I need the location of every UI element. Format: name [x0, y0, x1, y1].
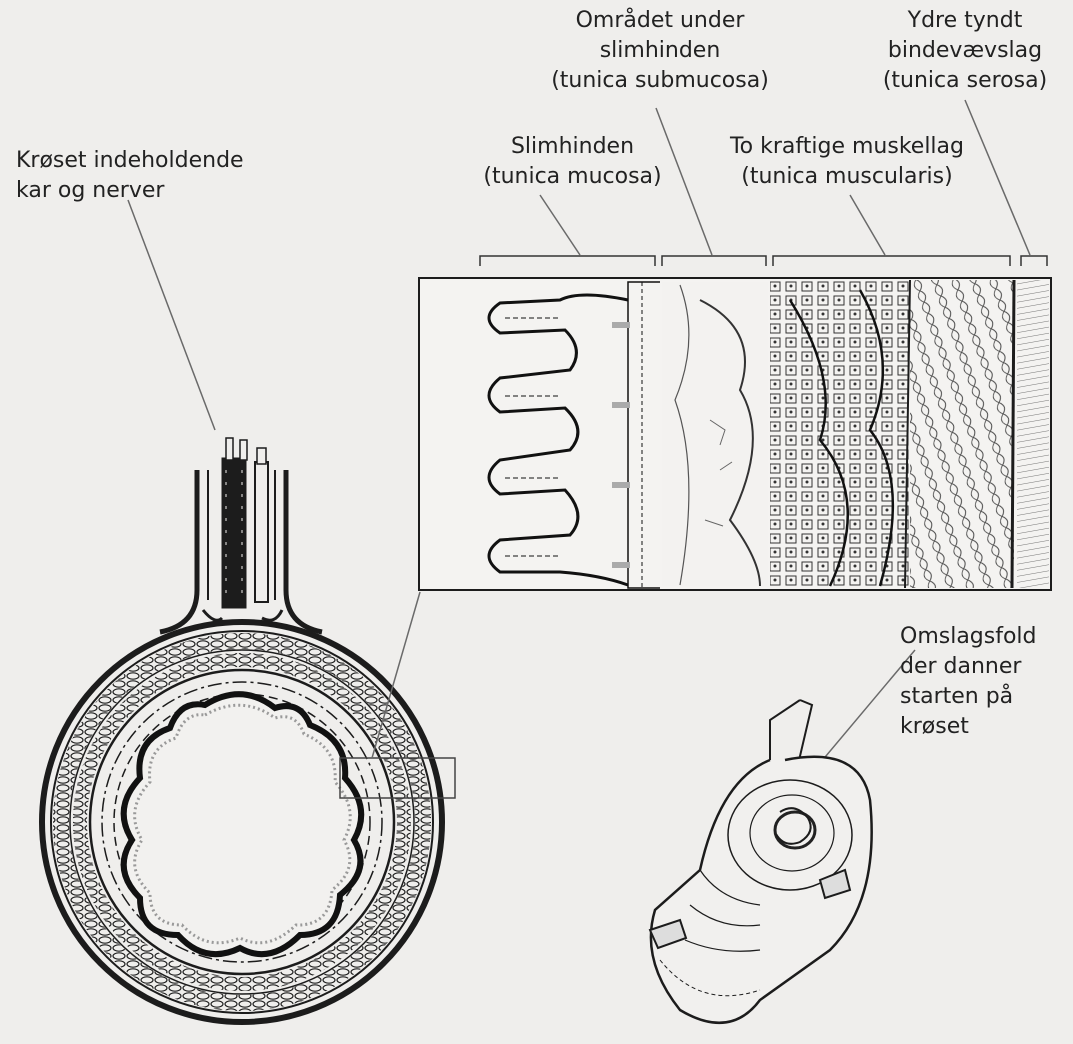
label-mucosa: Slimhinden (tunica mucosa) [465, 132, 680, 192]
label-submucosa: Området under slimhinden (tunica submuco… [525, 6, 795, 96]
label-mesentery: Krøset indeholdende kar og nerver [16, 146, 244, 206]
lumen [124, 694, 362, 954]
label-fold: Omslagsfold der danner starten på krøset [900, 622, 1037, 742]
intestine-tube-illustration [650, 700, 872, 1023]
mesentery-stalk [160, 438, 322, 632]
label-serosa: Ydre tyndt bindevævslag (tunica serosa) [865, 6, 1065, 96]
label-muscularis: To kraftige muskellag (tunica muscularis… [712, 132, 982, 192]
layer-brackets [480, 256, 1047, 266]
wall-layers-detail [419, 278, 1051, 590]
intestine-cross-section [42, 438, 455, 1022]
